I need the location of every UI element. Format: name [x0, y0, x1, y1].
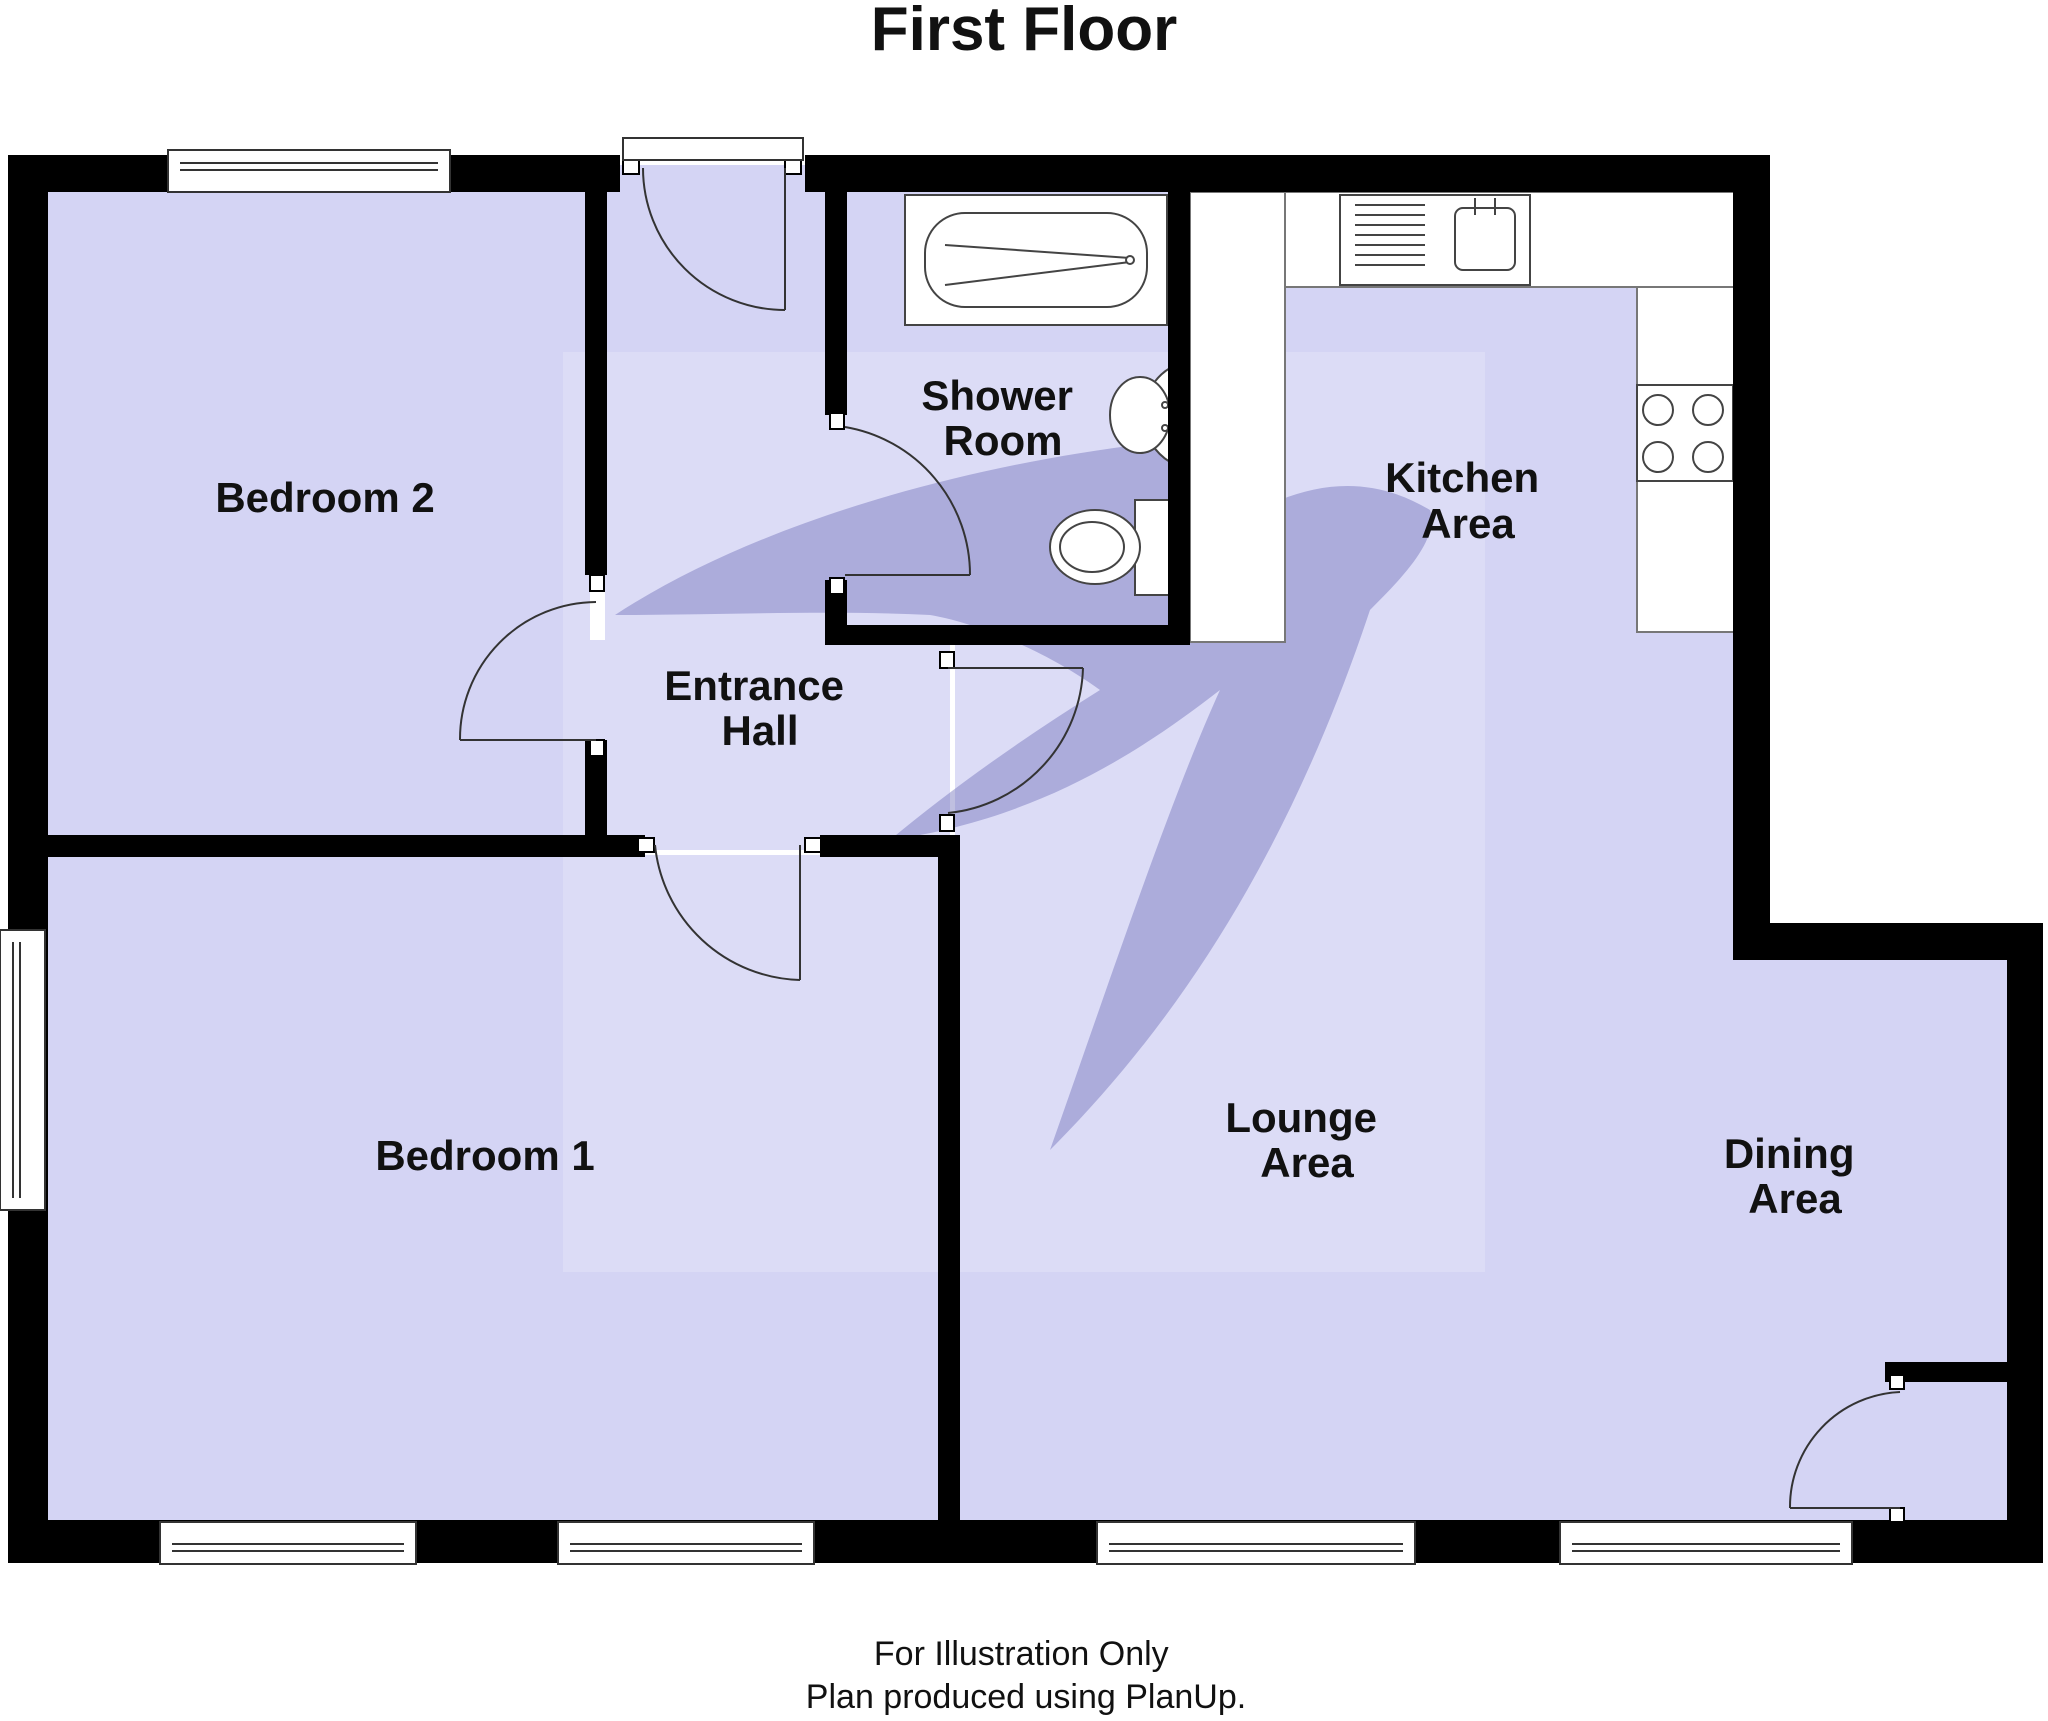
room-label-bedroom-2: Bedroom 2 — [215, 474, 434, 521]
door-jambs — [589, 159, 1905, 1523]
sink-icon — [1339, 194, 1531, 286]
windows — [0, 149, 1853, 1565]
room-label-lounge-area: Lounge Area — [1225, 1094, 1388, 1186]
room-label-shower-room: Shower Room — [921, 372, 1084, 464]
doors — [458, 167, 1901, 1509]
toilet-icon — [1049, 499, 1171, 596]
hob-icon — [1636, 384, 1734, 482]
plan-title: First Floor — [871, 0, 1178, 64]
room-label-kitchen-area: Kitchen Area — [1385, 454, 1551, 547]
bath-icon — [904, 194, 1168, 326]
footer-note: For Illustration Only Plan produced usin… — [806, 1635, 1246, 1716]
room-label-bedroom-1: Bedroom 1 — [375, 1132, 594, 1179]
basin-icon — [1109, 366, 1171, 464]
front-door-frame — [622, 137, 804, 161]
room-label-entrance-hall: Entrance Hall — [664, 662, 855, 754]
room-label-dining-area: Dining Area — [1724, 1130, 1866, 1222]
